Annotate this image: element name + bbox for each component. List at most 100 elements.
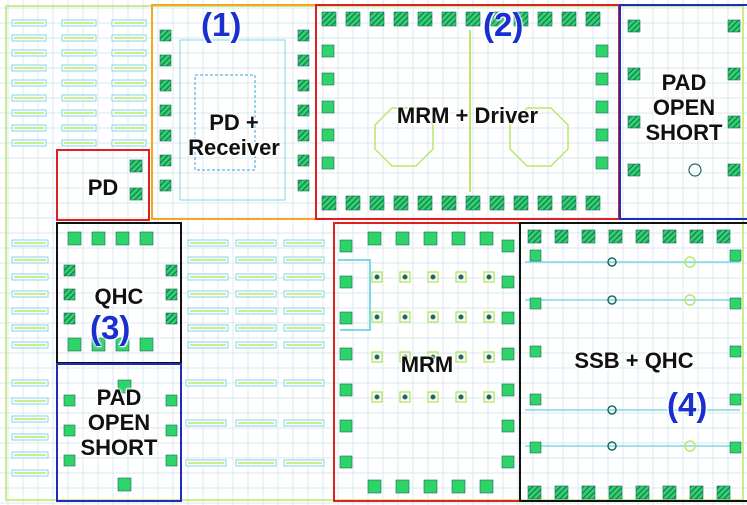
bond-pad	[91, 337, 106, 352]
bond-pad	[395, 479, 410, 494]
bond-pad	[585, 11, 601, 27]
bond-pad	[321, 72, 335, 86]
bond-pad	[608, 485, 623, 500]
bond-pad	[501, 383, 515, 397]
ring-modulator	[374, 107, 434, 167]
bond-pad	[345, 195, 361, 211]
bond-pad	[321, 100, 335, 114]
bond-pad	[513, 195, 529, 211]
mrm-waveguide	[338, 259, 371, 331]
bond-pad	[139, 337, 154, 352]
bond-pad	[581, 485, 596, 500]
mrm-device	[371, 391, 383, 403]
ssb-ring	[607, 295, 617, 305]
region-mrm: MRM	[333, 222, 521, 502]
bond-pad	[165, 312, 178, 325]
mrm-device	[483, 311, 495, 323]
ssb-ring	[684, 404, 696, 416]
mrm-via	[402, 394, 408, 400]
bond-pad	[501, 455, 515, 469]
mrm-via	[402, 274, 408, 280]
probe-mark	[688, 163, 702, 177]
bond-pad	[367, 231, 382, 246]
bond-pad	[91, 231, 106, 246]
mrm-via	[486, 394, 492, 400]
mrm-via	[458, 314, 464, 320]
bond-pad	[339, 419, 353, 433]
bond-pad	[393, 11, 409, 27]
mrm-via	[430, 314, 436, 320]
label-line: MRM	[400, 352, 454, 377]
bond-pad	[339, 347, 353, 361]
mrm-via	[374, 394, 380, 400]
bond-pad	[537, 195, 553, 211]
label-line: PAD	[96, 385, 142, 410]
mrm-device	[399, 391, 411, 403]
region-label-mrm: MRM	[335, 352, 519, 377]
receiver-core	[194, 74, 256, 171]
bond-pad	[689, 229, 704, 244]
bond-pad	[159, 179, 172, 192]
bond-pad	[689, 485, 704, 500]
mrm-device	[371, 311, 383, 323]
bond-pad	[165, 288, 178, 301]
bond-pad	[129, 187, 143, 201]
label-line: SSB + QHC	[574, 348, 694, 373]
mrm-device	[483, 351, 495, 363]
bond-pad	[451, 479, 466, 494]
bond-pad	[159, 104, 172, 117]
mrm-device	[455, 311, 467, 323]
bond-pad	[527, 485, 542, 500]
bond-pad	[159, 29, 172, 42]
bond-pad	[339, 455, 353, 469]
label-line: MRM + Driver	[396, 103, 539, 128]
mrm-device	[483, 271, 495, 283]
bond-pad	[489, 11, 505, 27]
label-line: QHC	[94, 284, 144, 309]
receiver-block	[179, 39, 286, 201]
bond-pad	[63, 288, 76, 301]
mrm-via	[486, 314, 492, 320]
region-label-pd-receiver: PD + Receiver	[153, 110, 315, 160]
region-qhc: QHC (3)	[56, 222, 182, 364]
bond-pad	[627, 67, 641, 81]
mrm-via	[486, 274, 492, 280]
ssb-ring	[684, 294, 696, 306]
bond-pad	[529, 393, 542, 406]
ssb-ring	[684, 440, 696, 452]
label-line: OPEN	[87, 410, 151, 435]
bond-pad	[339, 275, 353, 289]
bond-pad	[165, 394, 178, 407]
mrm-device	[399, 351, 411, 363]
bond-pad	[501, 311, 515, 325]
region-label-pad-open-short-bottom: PAD OPEN SHORT	[58, 385, 180, 460]
region-label-mrm-driver: MRM + Driver	[317, 103, 618, 128]
bond-pad	[513, 11, 529, 27]
bond-pad	[297, 54, 310, 67]
bond-pad	[595, 128, 609, 142]
mrm-via	[486, 354, 492, 360]
bond-pad	[297, 179, 310, 192]
bond-pad	[465, 11, 481, 27]
bond-pad	[115, 231, 130, 246]
label-line: PD	[87, 175, 119, 200]
region-label-ssb-qhc: SSB + QHC	[521, 348, 747, 373]
bond-pad	[729, 297, 742, 310]
label-line: OPEN	[652, 95, 716, 120]
bond-pad	[501, 239, 515, 253]
bond-pad	[627, 115, 641, 129]
region-pad-open-short-bottom: PAD OPEN SHORT	[56, 363, 182, 502]
ssb-ring	[607, 441, 617, 451]
bond-pad	[129, 159, 143, 173]
mrm-via	[458, 394, 464, 400]
bond-pad	[63, 424, 76, 437]
bond-pad	[339, 239, 353, 253]
bond-pad	[117, 379, 132, 394]
bond-pad	[729, 345, 742, 358]
mrm-device	[455, 391, 467, 403]
bond-pad	[627, 163, 641, 177]
region-label-pad-open-short-top: PAD OPEN SHORT	[621, 70, 747, 145]
mrm-via	[430, 354, 436, 360]
mrm-via	[458, 354, 464, 360]
bond-pad	[479, 479, 494, 494]
